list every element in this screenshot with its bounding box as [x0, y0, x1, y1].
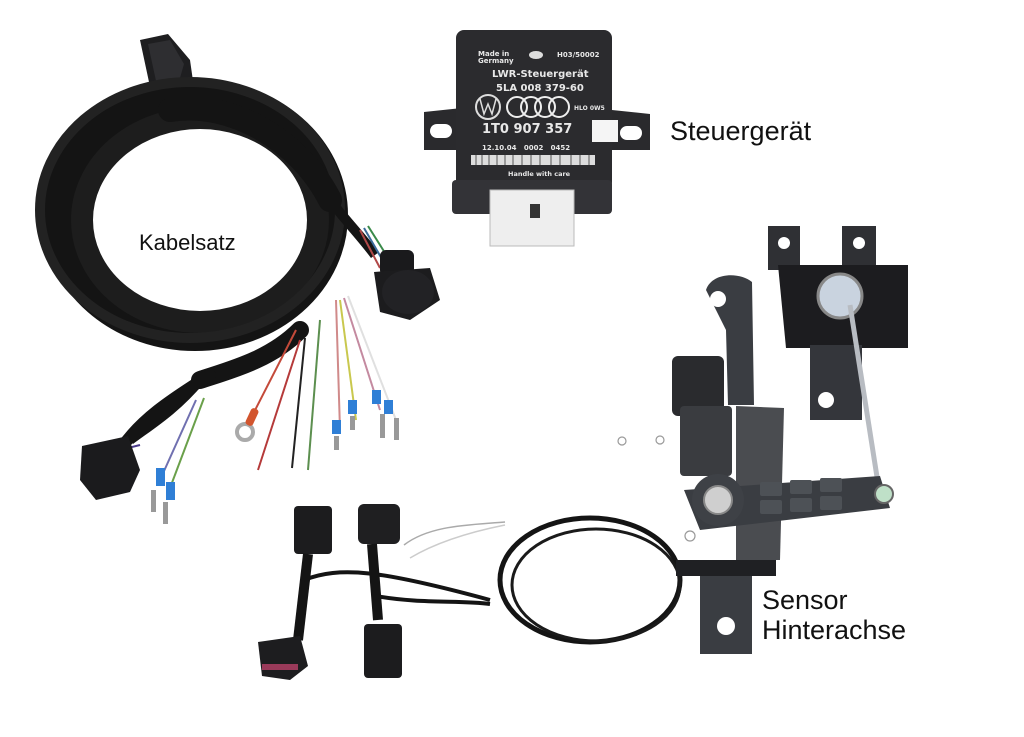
- adapter-harness: [258, 504, 683, 680]
- label-sensor-line-2: Hinterachse: [762, 615, 907, 645]
- harness-lower-connector: [80, 376, 205, 524]
- blue-terminals-right: [332, 390, 399, 450]
- ecu-made-in-2: Germany: [478, 57, 514, 65]
- label-cable-harness: Kabelsatz: [139, 230, 236, 255]
- ecu-code: H03/50002: [557, 51, 600, 59]
- audi-rings-logo: [506, 96, 570, 118]
- control-unit: Made in Germany H03/50002 LWR-Steuergerä…: [424, 30, 650, 247]
- ecu-handle-with-care: Handle with care: [508, 170, 571, 178]
- rear-axle-sensor: [617, 226, 908, 654]
- ecu-part-no: 1T0 907 357: [482, 122, 572, 137]
- label-sensor-line-1: Sensor: [762, 585, 848, 615]
- vw-logo: [475, 94, 501, 120]
- ecu-date-line: 12.10.04 0002 0452: [482, 144, 570, 152]
- ring-terminal: [235, 408, 259, 442]
- ecu-made-in-1: Made in: [478, 50, 509, 58]
- ecu-title: LWR-Steuergerät: [492, 69, 589, 80]
- ecu-variant: HLO 0W5: [574, 105, 605, 112]
- harness-loose-wires: [249, 295, 397, 471]
- label-control-unit: Steuergerät: [670, 116, 812, 146]
- sensor-screws: [617, 435, 696, 542]
- barcode: [475, 155, 590, 165]
- hella-logo: [529, 51, 543, 59]
- harness-round-connector: [326, 196, 440, 320]
- ecu-supplier-part-no: 5LA 008 379-60: [496, 83, 584, 94]
- label-rear-axle-sensor: Sensor Hinterachse: [762, 585, 906, 645]
- cable-harness: [35, 34, 440, 524]
